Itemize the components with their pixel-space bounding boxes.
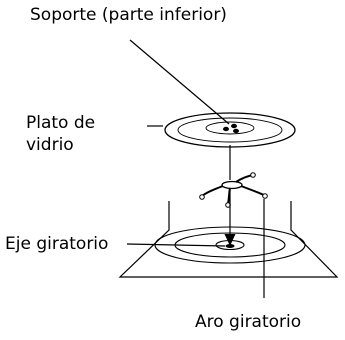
label-eje-giratorio: Eje giratorio: [5, 234, 109, 254]
roller-ring: [199, 172, 268, 208]
leader-eje: [126, 243, 226, 247]
label-plato-de-vidrio: Plato de vidrio: [26, 113, 96, 156]
oven-cavity: [118, 201, 339, 278]
label-soporte: Soporte (parte inferior): [30, 5, 227, 25]
glass-plate: [164, 112, 296, 148]
leader-soporte: [129, 39, 230, 125]
label-aro-giratorio: Aro giratorio: [195, 312, 302, 332]
